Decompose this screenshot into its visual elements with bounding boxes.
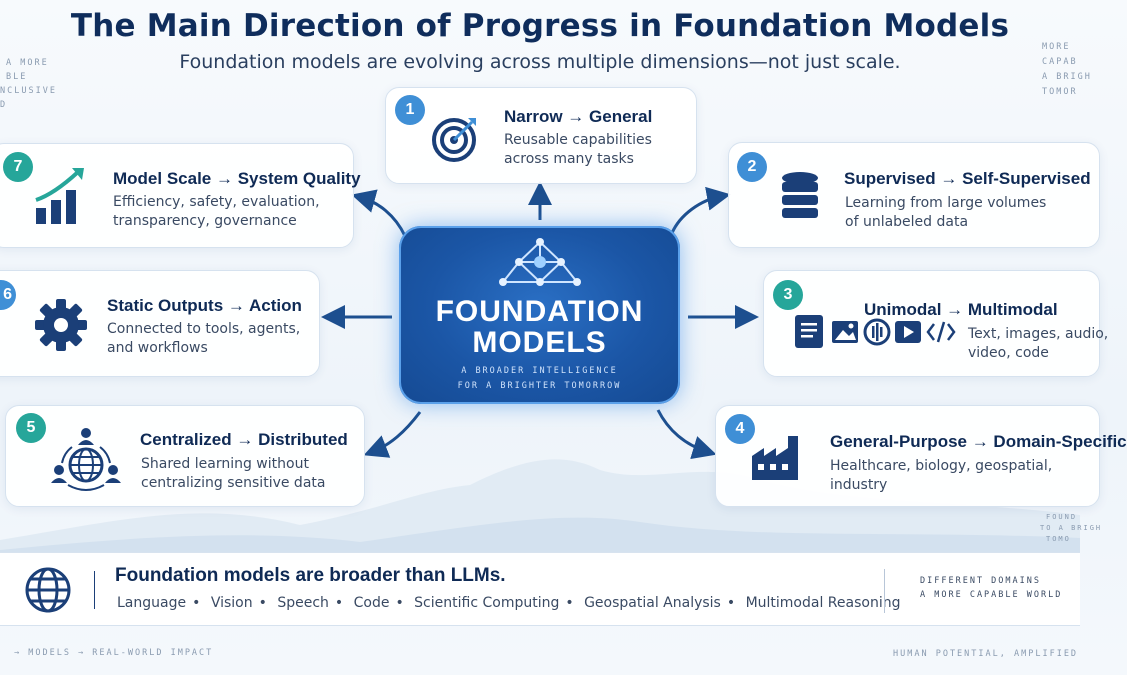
divider xyxy=(884,569,885,613)
image-icon xyxy=(832,321,858,343)
arrow-to-card-5 xyxy=(363,411,422,458)
badge-number: 5 xyxy=(16,413,46,443)
globe-icon xyxy=(25,567,71,613)
footer-left: → MODELS → REAL-WORLD IMPACT xyxy=(14,648,214,658)
hub-tagline-line2: FOR A BRIGHTER TOMORROW xyxy=(457,381,622,391)
audio-icon xyxy=(863,318,891,346)
corner-text-mid-right: FOUND TO A BRIGH TOMO xyxy=(1040,513,1103,543)
hub-tagline-line1: A BROADER INTELLIGENCE xyxy=(461,366,618,376)
database-icon xyxy=(782,172,818,218)
card-heading: Unimodal → Multimodal xyxy=(864,300,1058,319)
corner-text-top-right: MORE CAPAB A BRIGH TOMOR xyxy=(1042,42,1092,97)
card-desc-line1: Reusable capabilities xyxy=(504,132,652,148)
growth-chart-icon xyxy=(35,168,84,224)
arrow-to-card-4 xyxy=(656,409,717,460)
code-icon xyxy=(926,321,956,343)
arrow-to-card-2 xyxy=(670,186,731,234)
bottom-heading: Foundation models are broader than LLMs. xyxy=(115,565,506,586)
domain-item: Scientific Computing xyxy=(414,595,560,611)
card-desc-line2: centralizing sensitive data xyxy=(141,475,326,491)
card-heading: General-Purpose → Domain-Specific xyxy=(830,432,1127,451)
page-subtitle: Foundation models are evolving across mu… xyxy=(179,51,901,73)
hub-title: FOUNDATION MODELS xyxy=(435,295,644,359)
domain-item: Language xyxy=(117,595,187,611)
background-mountains xyxy=(0,459,1080,560)
card-desc-line2: transparency, governance xyxy=(113,213,297,229)
card-desc-line2: video, code xyxy=(968,345,1049,361)
target-icon xyxy=(432,118,476,162)
badge-number: 1 xyxy=(395,95,425,125)
bottom-banner: Foundation models are broader than LLMs.… xyxy=(0,552,1080,626)
card-heading: Narrow → General xyxy=(504,107,653,126)
card-desc-line1: Healthcare, biology, geospatial, xyxy=(830,458,1053,474)
card-desc-line1: Connected to tools, agents, xyxy=(107,321,301,337)
arrow-to-card-7 xyxy=(351,189,407,237)
corner-text-top-left: A MORE BLE NCLUSIVE D xyxy=(0,58,57,110)
foundation-models-hub: FOUNDATION MODELS A BROADER INTELLIGENCE… xyxy=(399,226,680,404)
card-heading: Supervised → Self-Supervised xyxy=(844,169,1091,188)
badge-number: 2 xyxy=(737,152,767,182)
bottom-right-line2: A MORE CAPABLE WORLD xyxy=(920,590,1063,600)
card-model-scale-to-system-quality xyxy=(0,143,354,248)
card-heading: Model Scale → System Quality xyxy=(113,169,361,188)
card-desc-line1: Learning from large volumes xyxy=(845,195,1047,211)
connector-arrows xyxy=(321,181,759,460)
badge-number: 6 xyxy=(0,280,16,310)
card-heading: Static Outputs → Action xyxy=(107,296,302,315)
domain-item: Speech xyxy=(277,595,329,611)
footer-right: HUMAN POTENTIAL, AMPLIFIED xyxy=(893,649,1079,659)
page-title: The Main Direction of Progress in Founda… xyxy=(70,8,1010,44)
badge-number: 7 xyxy=(3,152,33,182)
multimodal-icons xyxy=(795,315,956,348)
domain-item: Vision xyxy=(210,595,253,611)
card-desc-line2: of unlabeled data xyxy=(845,214,969,230)
card-heading: Centralized → Distributed xyxy=(140,430,348,449)
factory-icon xyxy=(752,436,798,480)
domain-item: Multimodal Reasoning xyxy=(745,595,901,611)
bottom-right-line1: DIFFERENT DOMAINS xyxy=(920,576,1041,586)
network-node-icon xyxy=(499,238,581,286)
card-desc-line2: industry xyxy=(830,477,888,493)
card-desc-line2: and workflows xyxy=(107,340,208,356)
badge-number: 4 xyxy=(725,414,755,444)
divider xyxy=(94,571,95,609)
card-desc-line2: across many tasks xyxy=(504,151,634,167)
card-desc-line1: Efficiency, safety, evaluation, xyxy=(113,194,320,210)
card-desc-line1: Shared learning without xyxy=(141,456,309,472)
video-icon xyxy=(895,321,921,343)
document-icon xyxy=(795,315,823,348)
gear-icon xyxy=(35,299,87,351)
domain-item: Code xyxy=(353,595,390,611)
card-desc-line1: Text, images, audio, xyxy=(968,326,1109,342)
domain-item: Geospatial Analysis xyxy=(584,595,721,611)
badge-number: 3 xyxy=(773,280,803,310)
domain-list: Language• Vision• Speech• Code• Scientif… xyxy=(117,595,901,611)
card-narrow-to-general xyxy=(385,87,697,184)
network-globe-icon xyxy=(51,428,121,491)
